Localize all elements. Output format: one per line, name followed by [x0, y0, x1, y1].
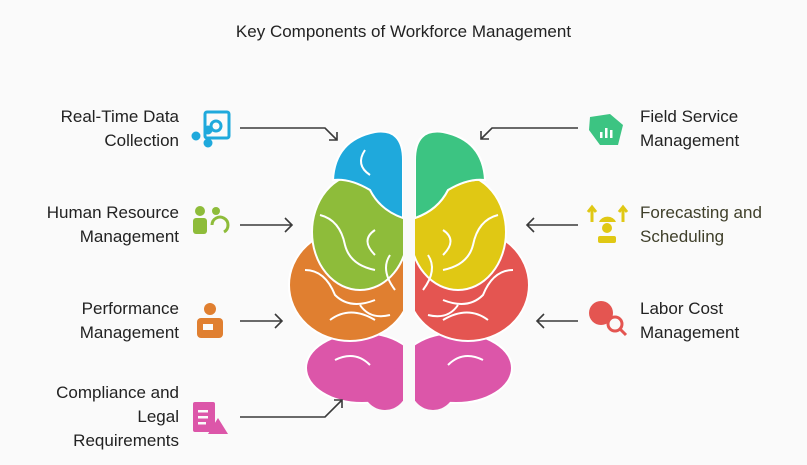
data-share-icon: [191, 110, 231, 148]
label-line: Collection: [104, 131, 179, 150]
arrow-2: [240, 217, 294, 233]
label-line: Legal: [137, 407, 179, 426]
label-line: Forecasting and: [640, 203, 762, 222]
brain-region-pink: [415, 332, 513, 410]
arrow-4: [240, 399, 343, 418]
label-line: Management: [640, 131, 740, 150]
arrow-7: [535, 313, 578, 329]
people-sync-icon: [193, 206, 230, 234]
chart-tag-icon: [589, 114, 623, 145]
label-line: Labor Cost: [640, 299, 724, 318]
arrow-5: [480, 127, 578, 140]
clipboard-warning-icon: [193, 402, 228, 434]
brain-region-pink: [305, 332, 403, 410]
label-line: Field Service: [640, 107, 739, 126]
worker-icon: [197, 303, 223, 338]
label-line: Requirements: [73, 431, 179, 450]
label-line: Real-Time Data: [60, 107, 179, 126]
worker-arrows-icon: [586, 204, 629, 243]
arrow-3: [240, 313, 284, 329]
pie-search-icon: [589, 301, 628, 337]
diagram-title: Key Components of Workforce Management: [235, 22, 572, 41]
brain-region-teal: [415, 130, 487, 220]
label-line: Performance: [81, 299, 179, 318]
label-line: Compliance and: [56, 383, 179, 402]
label-line: Human Resource: [46, 203, 179, 222]
arrow-6: [525, 217, 578, 233]
arrow-1: [240, 127, 338, 141]
label-line: Management: [640, 323, 740, 342]
label-line: Scheduling: [640, 227, 725, 246]
label-line: Management: [79, 323, 179, 342]
label-line: Management: [79, 227, 179, 246]
